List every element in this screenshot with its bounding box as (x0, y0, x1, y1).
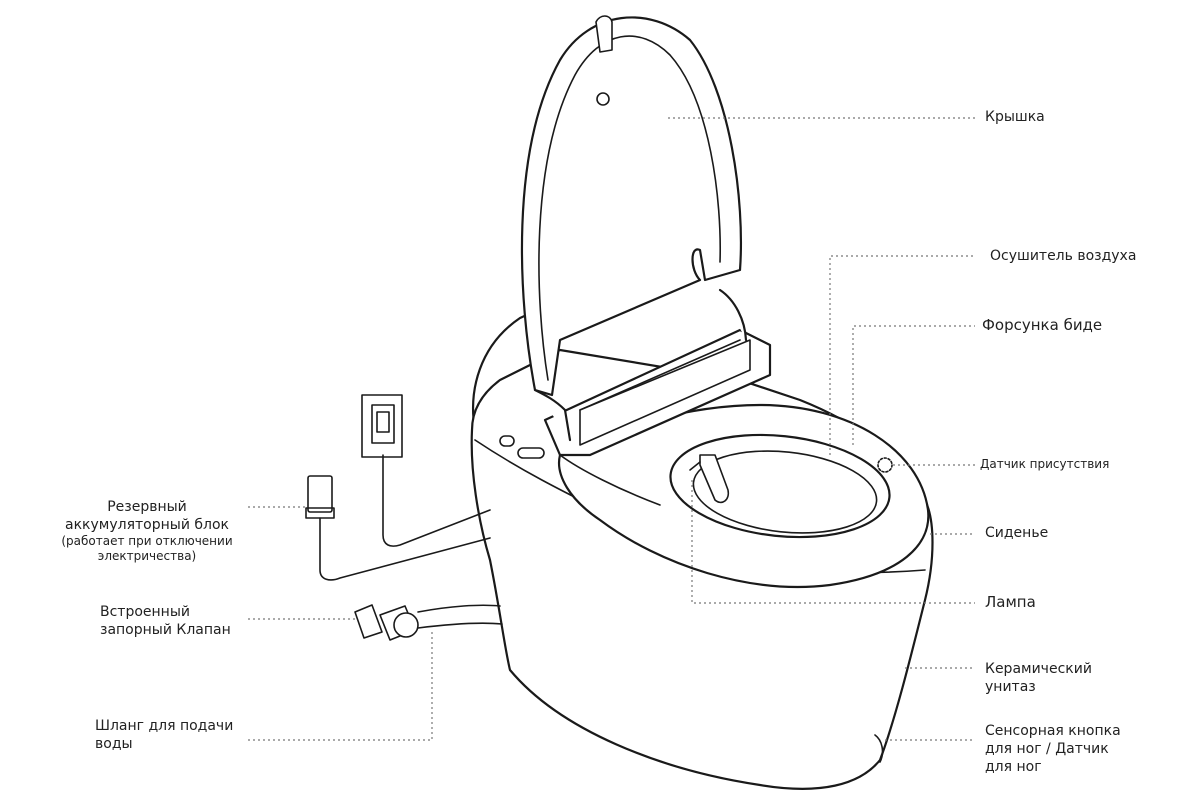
label-foot-sensor-line2: для ног / Датчик (985, 741, 1109, 757)
label-water-hose-line1: Шланг для подачи (95, 718, 234, 734)
label-foot-sensor-line1: Сенсорная кнопка (985, 723, 1121, 739)
label-bidet-nozzle: Форсунка биде (982, 316, 1103, 334)
label-shutoff-valve-line1: Встроенный (100, 604, 190, 620)
label-backup-battery: Резервный аккумуляторный блок (работает … (52, 498, 242, 564)
label-ceramic-toilet-line2: унитаз (985, 679, 1036, 695)
label-ceramic-toilet-line1: Керамический (985, 661, 1092, 677)
leader-lines (248, 117, 975, 741)
toilet-seat (557, 403, 930, 589)
label-lid: Крышка (985, 109, 1045, 125)
label-shutoff-valve-line2: запорный Клапан (100, 622, 231, 638)
label-shutoff-valve: Встроенный запорный Клапан (100, 603, 231, 639)
label-lamp: Лампа (985, 593, 1036, 611)
label-backup-battery-line1: Резервный (107, 499, 187, 515)
label-backup-battery-note2: электричества) (97, 549, 197, 563)
label-backup-battery-line2: аккумуляторный блок (65, 517, 229, 533)
shutoff-valve-icon (354, 604, 503, 641)
label-water-hose-line2: воды (95, 736, 133, 752)
label-air-dryer: Осушитель воздуха (990, 248, 1137, 264)
label-presence-sensor: Датчик присутствия (980, 457, 1110, 471)
label-ceramic-toilet: Керамический унитаз (985, 660, 1092, 696)
label-water-hose: Шланг для подачи воды (95, 717, 233, 753)
control-module (543, 328, 772, 506)
label-foot-sensor: Сенсорная кнопка для ног / Датчик для но… (985, 722, 1121, 776)
label-backup-battery-note1: (работает при отключении (61, 534, 233, 548)
label-seat: Сиденье (985, 525, 1049, 541)
battery-pack-icon (305, 475, 491, 581)
label-foot-sensor-line3: для ног (985, 759, 1042, 775)
toilet-lid (520, 15, 748, 442)
power-socket-icon (361, 394, 491, 547)
